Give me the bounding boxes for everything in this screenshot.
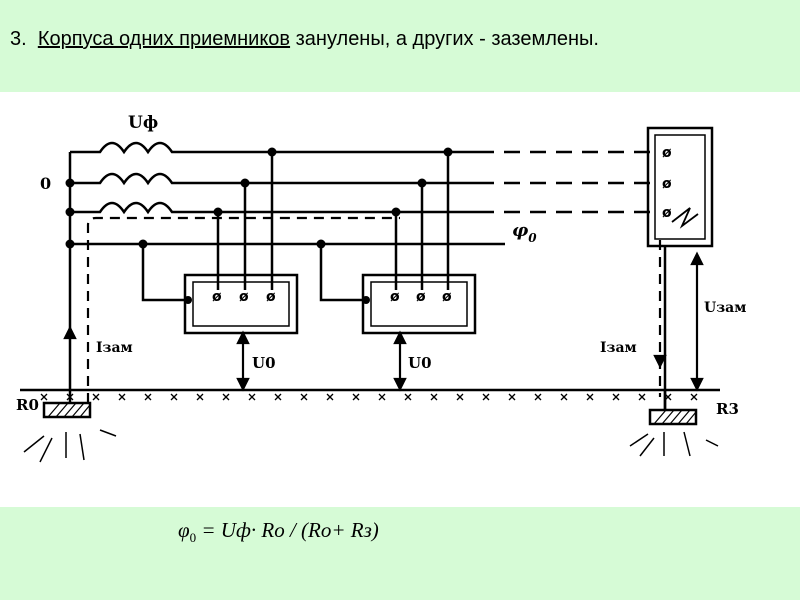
measurement-arrows bbox=[63, 251, 704, 392]
ground-cross bbox=[118, 393, 126, 401]
svg-text:ø: ø bbox=[239, 289, 249, 305]
formula-rhs: = Uф· Ro / (Ro+ Rз) bbox=[196, 518, 379, 542]
svg-text:ø: ø bbox=[416, 289, 426, 305]
electrode-hatching bbox=[47, 402, 697, 425]
ground-cross bbox=[352, 393, 360, 401]
ground-cross bbox=[404, 393, 412, 401]
formula-band bbox=[0, 507, 800, 600]
heading-rest: занулены, а других - заземлены. bbox=[290, 28, 599, 50]
label-i-left: Iзам bbox=[96, 340, 133, 356]
coil-b bbox=[70, 172, 180, 186]
receiver-3-housing bbox=[646, 126, 714, 248]
ground-electrode-r0 bbox=[42, 401, 92, 419]
header-band bbox=[0, 0, 800, 92]
ground-cross bbox=[248, 393, 256, 401]
label-u0-first: U0 bbox=[252, 354, 276, 372]
ground-cross bbox=[92, 393, 100, 401]
ground-cross bbox=[534, 393, 542, 401]
svg-text:ø: ø bbox=[662, 176, 672, 192]
ground-cross bbox=[482, 393, 490, 401]
formula-phi: φ bbox=[178, 518, 190, 542]
ground-cross bbox=[586, 393, 594, 401]
label-neutral: 0 bbox=[40, 174, 51, 193]
ground-cross bbox=[638, 393, 646, 401]
ground-cross bbox=[170, 393, 178, 401]
ground-cross bbox=[300, 393, 308, 401]
ground-hatch-marks bbox=[40, 393, 698, 401]
coil-c bbox=[70, 201, 180, 215]
coil-a bbox=[70, 141, 180, 155]
svg-text:ø: ø bbox=[662, 145, 672, 161]
label-u0-second: U0 bbox=[408, 354, 432, 372]
receiver-1-housing bbox=[183, 273, 299, 335]
label-i-right: Iзам bbox=[600, 340, 637, 356]
wiring bbox=[20, 126, 720, 426]
svg-text:ø: ø bbox=[390, 289, 400, 305]
fault-current-path-left bbox=[86, 216, 400, 403]
label-phi0: φ0 bbox=[512, 220, 537, 245]
ground-cross bbox=[430, 393, 438, 401]
ground-cross bbox=[326, 393, 334, 401]
ground-cross bbox=[274, 393, 282, 401]
ground-cross bbox=[40, 393, 48, 401]
ground-cross bbox=[456, 393, 464, 401]
svg-text:ø: ø bbox=[266, 289, 276, 305]
heading-number: 3. bbox=[10, 28, 27, 50]
ground-cross bbox=[664, 393, 672, 401]
fault-spark-icon bbox=[671, 207, 699, 229]
ground-electrode-r3 bbox=[648, 408, 698, 426]
ground-cross bbox=[196, 393, 204, 401]
label-u-phase: Uф bbox=[128, 113, 158, 133]
junction-dots bbox=[65, 147, 453, 304]
soil-current-arrows bbox=[23, 429, 719, 463]
ground-cross bbox=[144, 393, 152, 401]
receiver-2-housing bbox=[361, 273, 477, 335]
label-u-zam: Uзам bbox=[704, 300, 746, 316]
label-r3: R3 bbox=[716, 400, 739, 418]
label-r0: R0 bbox=[16, 396, 39, 414]
slide-heading: 3. Корпуса одних приемников занулены, а … bbox=[10, 28, 599, 51]
formula-phi-sub: 0 bbox=[189, 530, 197, 546]
ground-cross bbox=[560, 393, 568, 401]
svg-text:ø: ø bbox=[662, 205, 672, 221]
ground-cross bbox=[690, 393, 698, 401]
heading-underlined: Корпуса одних приемников bbox=[37, 28, 291, 50]
ground-cross bbox=[378, 393, 386, 401]
svg-text:ø: ø bbox=[442, 289, 452, 305]
formula: φ0 = Uф· Ro / (Ro+ Rз) bbox=[178, 518, 379, 546]
ground-cross bbox=[66, 393, 74, 401]
svg-text:ø: ø bbox=[212, 289, 222, 305]
ground-cross bbox=[222, 393, 230, 401]
ground-cross bbox=[508, 393, 516, 401]
ground-cross bbox=[612, 393, 620, 401]
